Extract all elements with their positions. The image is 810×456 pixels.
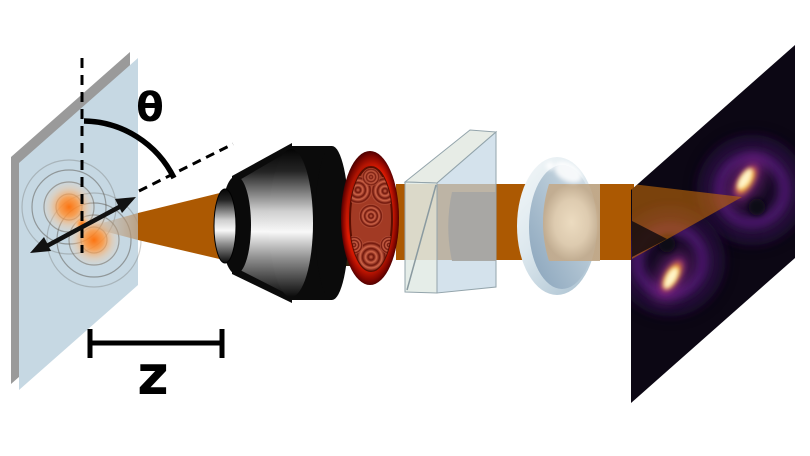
axial-distance-label: z bbox=[137, 344, 168, 407]
beam-through-plate bbox=[448, 192, 496, 261]
objective-barrel-end bbox=[315, 146, 349, 300]
lens-specular-highlight bbox=[554, 161, 582, 183]
psf-upper-dark-hole bbox=[748, 198, 766, 216]
arrowhead-upper bbox=[115, 197, 136, 213]
defocus-bracket bbox=[87, 329, 225, 358]
emission-cone bbox=[138, 191, 228, 261]
beam-through-lens bbox=[543, 184, 600, 261]
dipole-orientation-arrow bbox=[30, 197, 136, 253]
objective-front-disc bbox=[269, 149, 313, 297]
tube-lens bbox=[517, 157, 600, 295]
beam-shadow-wedge bbox=[632, 221, 667, 257]
objective-lens bbox=[213, 143, 349, 303]
plate-inner-edge bbox=[406, 184, 437, 291]
objective-front-lens bbox=[213, 188, 237, 264]
polar-angle-arc bbox=[83, 118, 177, 180]
arrowhead-lower bbox=[30, 237, 51, 253]
phase-mask bbox=[341, 151, 399, 285]
angle-label: θ bbox=[136, 85, 163, 131]
dipole-axis-dashed-line bbox=[138, 142, 234, 193]
emission-cone-inside-plane bbox=[88, 213, 138, 240]
psf-upper bbox=[697, 135, 795, 245]
